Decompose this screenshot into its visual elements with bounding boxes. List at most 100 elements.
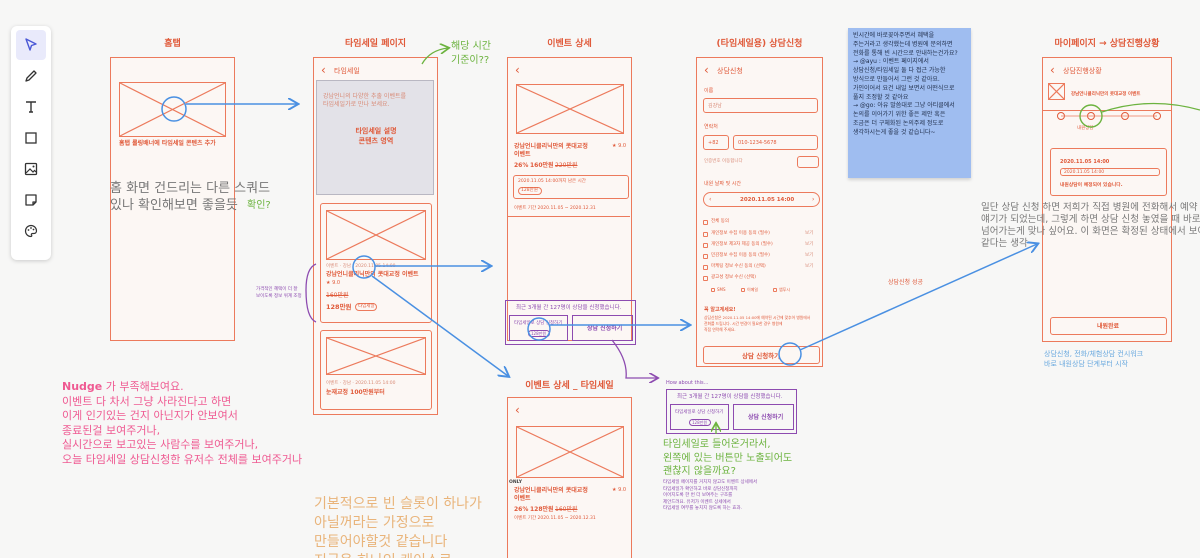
check-all-label: 전체 동의	[711, 219, 729, 224]
event-image-placeholder	[516, 84, 624, 134]
channel-check-box[interactable]	[741, 288, 745, 292]
placeholder-image-icon	[1049, 84, 1064, 99]
frame-title-consult: (타임세일용) 상담신청	[716, 39, 803, 49]
back-chevron-icon[interactable]: ‹	[515, 403, 520, 417]
channel-label: 이메일	[747, 287, 759, 292]
phone-input[interactable]: 010-1234-5678	[733, 135, 818, 150]
ts-event-rating: ★ 9.0	[612, 487, 627, 493]
check-item-label: 개인정보 수집 이용 동의 (필수)	[711, 231, 770, 236]
event-rating: ★ 9.0	[612, 143, 627, 149]
card-1-old-price: 160만원	[326, 292, 349, 299]
phone-code-select[interactable]: +82	[703, 135, 729, 150]
appointment-card: 2020.11.05 14:00 2020.11.05 14:00 내원상담이 …	[1050, 148, 1167, 196]
card-1-rating: ★ 9.0	[326, 280, 341, 286]
check-view-link[interactable]: 보기	[805, 264, 814, 269]
back-chevron-icon[interactable]: ‹	[704, 63, 709, 77]
ts-event-old-price: 160만원	[555, 506, 578, 513]
alt-cta-info: 최근 3개월 간 127명이 상담을 신청했습니다.	[677, 394, 783, 400]
frame-title-mypage: 마이페이지 → 상담진행상황	[1054, 39, 1160, 49]
check-view-link[interactable]: 보기	[805, 242, 814, 247]
event-title-line2: 이벤트	[514, 151, 531, 158]
select-tool[interactable]	[16, 30, 46, 60]
alt-description: 타임세일 페이지를 거치지 않고도 이벤트 상세에서 타임세일가 확인하고 바로…	[663, 480, 758, 511]
date-label: 내원 날짜 및 시간	[704, 181, 741, 187]
card-image-placeholder	[326, 337, 426, 375]
placeholder-image-icon	[517, 427, 623, 477]
check-item-label: 민감정보 수집 이용 동의 (필수)	[711, 253, 770, 258]
image-tool[interactable]	[16, 154, 46, 184]
sticky-note-icon	[25, 194, 37, 206]
nudge-body: 가 부족해보여요. 이벤트 다 차서 그냥 사라진다고 하면 이게 인기있는 건…	[62, 380, 303, 466]
check-view-link[interactable]: 보기	[805, 253, 814, 258]
placeholder-image-icon	[327, 211, 425, 259]
submit-consult-button[interactable]: 상담 신청하기	[703, 346, 820, 364]
check-view-link[interactable]: 보기	[805, 231, 814, 236]
palette-icon	[24, 224, 38, 238]
check-box[interactable]	[703, 254, 708, 259]
placeholder-image-icon	[517, 85, 623, 133]
visit-done-button[interactable]: 내원완료	[1050, 317, 1167, 335]
alt-cta-area: 최근 3개월 간 127명이 상담을 신청했습니다. 타임세일로 상담 신청하기…	[666, 389, 797, 434]
timesale-consult-button[interactable]: 타임세일로 상담 신청하기 128만원	[509, 315, 568, 341]
square-icon	[25, 132, 37, 144]
card-1-title: 강남언니클리닉만의 콧대교정 이벤트	[326, 271, 419, 278]
card-1-tag: 이벤트 · 강남 · 2020.11.05 14:00	[326, 264, 396, 269]
check-item-label: 마케팅 정보 수신 동의 (선택)	[711, 264, 766, 269]
card-2-title: 눈재교정 100만원부터	[326, 389, 385, 396]
back-chevron-icon[interactable]: ‹	[1050, 63, 1055, 77]
consult-success-label: 상담신청 성공	[888, 279, 924, 286]
banner-image-placeholder	[119, 82, 226, 137]
timesale-card-1[interactable]: 이벤트 · 강남 · 2020.11.05 14:00 강남언니클리닉만의 콧대…	[320, 203, 432, 323]
flow-arrow	[611, 339, 657, 378]
check-box[interactable]	[703, 265, 708, 270]
alt-timesale-consult-button[interactable]: 타임세일로 상담 신청하기 128만원	[670, 404, 729, 430]
mypage-header: 상담진행상황	[1063, 67, 1102, 75]
sticky-note-discussion[interactable]: 빈시간에 바로꽂아주면서 혜택을 주는거라고 생각했는데 병원에 문의하면 전화…	[848, 28, 971, 178]
check-all-box[interactable]	[703, 220, 708, 225]
back-chevron-icon[interactable]: ‹	[321, 63, 326, 77]
card-1-price: 128만원	[326, 303, 352, 311]
text-icon	[26, 101, 36, 113]
event-period: 이벤트 기간 2020.11.05 ~ 2020.12.31	[514, 206, 596, 211]
style-tool[interactable]	[16, 216, 46, 246]
check-box[interactable]	[703, 232, 708, 237]
check-item-label: 개인정보 제3자 제공 동의 (필수)	[711, 242, 773, 247]
event-thumbnail-placeholder	[1048, 83, 1065, 100]
event-cta-area: 최근 3개월 간 127명이 상담을 신청했습니다. 타임세일로 상담 신청하기…	[505, 300, 636, 345]
only-tag: ONLY	[509, 480, 523, 485]
name-input[interactable]: 김강남	[703, 98, 818, 113]
gray-note-home: 홈 화면 건드리는 다른 스쿼드 있나 확인해보면 좋을듯	[110, 181, 271, 213]
timesale-header: 타임세일	[334, 67, 360, 75]
frame-title-event-detail: 이벤트 상세	[547, 39, 592, 49]
step-label: 내원상담	[1077, 126, 1094, 131]
back-chevron-icon[interactable]: ‹	[515, 63, 520, 77]
event-title-line1: 강남언니클리닉만의 콧대교정	[514, 143, 588, 150]
check-item-label: 광고성 정보 수신 (선택)	[711, 275, 757, 280]
green-note-time-basis: 해당 시간 기준이??	[451, 41, 491, 66]
timesale-card-2[interactable]: 이벤트 · 강남 · 2020.11.05 14:00 눈재교정 100만원부터	[320, 330, 432, 410]
channel-check-box[interactable]	[773, 288, 777, 292]
event-image-placeholder	[516, 426, 624, 478]
timesale-hero-box: 강남언니의 다양한 추출 이벤트를 타임세일가로 만나 보세요. 타임세일 설명…	[316, 80, 434, 195]
check-box[interactable]	[703, 243, 708, 248]
sticky-tool[interactable]	[16, 185, 46, 215]
event-cta-info: 최근 3개월 간 127명이 상담을 신청했습니다.	[516, 305, 622, 311]
channel-check-box[interactable]	[711, 288, 715, 292]
frame-title-home: 홈탭	[164, 39, 181, 49]
phone-label: 연락처	[704, 124, 718, 130]
consult-frame: ‹ 상담신청 이름 김강남 연락처 +82 010-1234-5678 인증번호…	[696, 57, 823, 367]
alt-consult-button[interactable]: 상담 신청하기	[733, 404, 794, 430]
date-selector[interactable]: ‹ 2020.11.05 14:00 ›	[703, 192, 820, 207]
rectangle-tool[interactable]	[16, 123, 46, 153]
text-tool[interactable]	[16, 92, 46, 122]
timesale-side-note-line2: 보이도록 정보 위계 조정	[256, 294, 302, 299]
verify-input[interactable]	[797, 156, 819, 168]
ts-event-price: 128만원	[530, 506, 554, 513]
flow-arrow	[799, 244, 1037, 351]
check-box[interactable]	[703, 276, 708, 281]
pen-tool[interactable]	[16, 61, 46, 91]
consult-button[interactable]: 상담 신청하기	[572, 315, 633, 341]
channel-label: SMS	[717, 287, 726, 292]
timesale-side-note-line1: 가격적인 혜택이 더 잘	[256, 287, 298, 292]
consult-header: 상담신청	[717, 67, 743, 75]
